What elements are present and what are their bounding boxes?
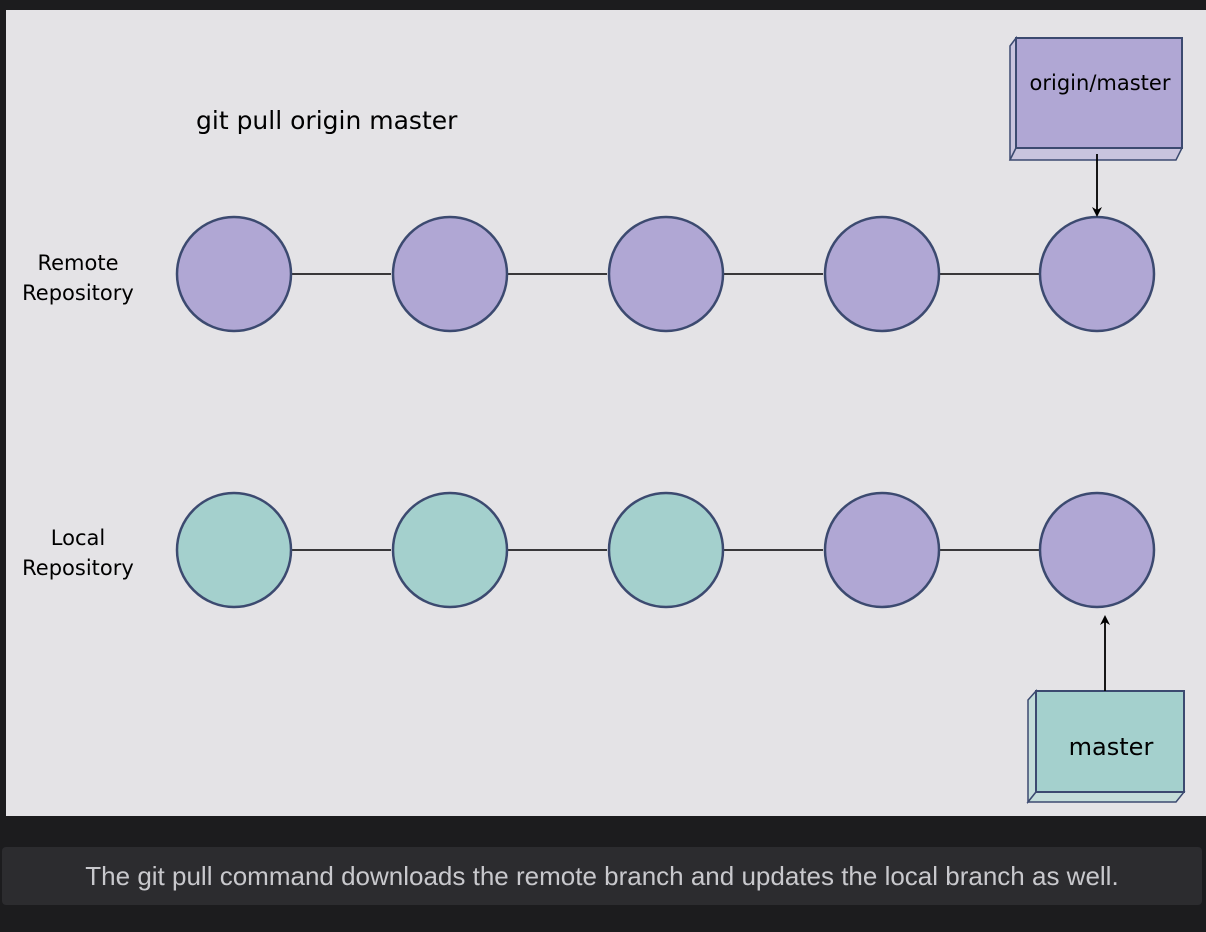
origin-tag-face (1015, 37, 1183, 149)
remote-repository-label: Remote Repository (8, 248, 148, 308)
master-tag-depth (1026, 791, 1186, 803)
local-commits (175, 491, 1156, 609)
remote-commit-node (607, 215, 725, 333)
local-commit-node (391, 491, 509, 609)
commit-graph (175, 35, 1186, 805)
origin-tag-depth (1008, 147, 1184, 161)
local-commit-node (607, 491, 725, 609)
local-label-line2: Repository (22, 556, 134, 580)
master-tag-depth (1027, 689, 1037, 805)
master-tag-face (1035, 690, 1185, 793)
local-commit-node (1038, 491, 1156, 609)
figure-caption: The git pull command downloads the remot… (2, 847, 1202, 905)
command-title: git pull origin master (196, 106, 458, 135)
local-commit-node (175, 491, 293, 609)
remote-commit-node (823, 215, 941, 333)
remote-commit-node (391, 215, 509, 333)
local-commit-node (823, 491, 941, 609)
remote-commits (175, 215, 1156, 333)
master-label: master (1068, 733, 1154, 761)
origin-master-label: origin/master (1029, 71, 1171, 95)
remote-label-line1: Remote (37, 251, 119, 275)
remote-label-line2: Repository (22, 281, 134, 305)
local-label-line1: Local (50, 526, 106, 550)
local-repository-label: Local Repository (8, 523, 148, 583)
origin-master-tag (1008, 35, 1184, 217)
remote-commit-node (175, 215, 293, 333)
diagram-canvas: git pull origin master Remote Repository… (6, 10, 1206, 816)
remote-commit-node (1038, 215, 1156, 333)
master-tag (1026, 615, 1186, 805)
